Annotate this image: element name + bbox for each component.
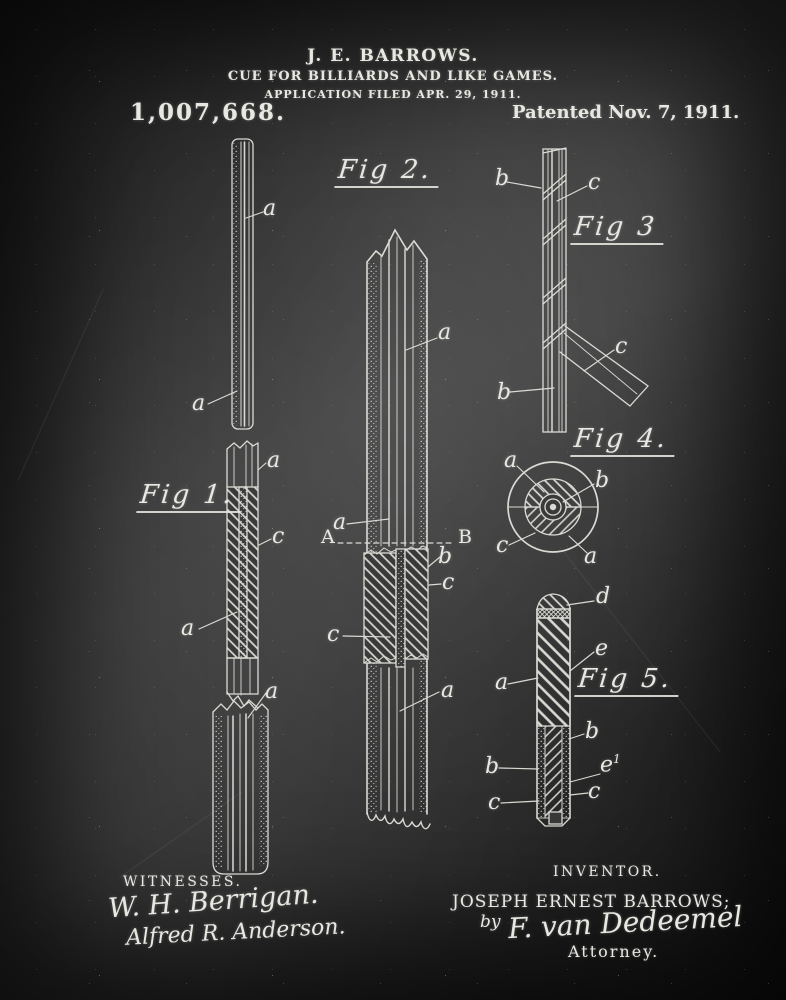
patented-date: Patented Nov. 7, 1911.	[512, 102, 740, 123]
fig3-leader-line	[556, 185, 588, 202]
fig2-leader-line	[428, 583, 442, 586]
attorney-label: Attorney.	[568, 942, 660, 961]
patent-author: J. E. BARROWS.	[307, 46, 479, 66]
fig4-leader-line	[562, 483, 595, 503]
fig2-part-label-b: b	[438, 544, 453, 569]
fig2-label: Fig 2.	[334, 155, 442, 188]
fig1-drawing	[226, 440, 259, 709]
fig5-label: Fig 5.	[574, 664, 682, 697]
fig5-part-label-c: c	[488, 790, 501, 815]
fig5-leader-line	[498, 767, 539, 770]
fig1-label: Fig 1.	[136, 480, 244, 513]
fig5-part-label-c: c	[588, 779, 601, 804]
fig3-leader-line	[509, 387, 555, 393]
fig2-leader-line	[427, 556, 441, 568]
fig1-leader-line	[257, 462, 267, 471]
patent-number: 1,007,668.	[130, 99, 287, 126]
fig3-leader-line	[506, 181, 542, 189]
slat-leader-line	[207, 390, 238, 405]
fig1-part-label-a: a	[267, 448, 281, 473]
slat-drawing	[231, 138, 254, 430]
fig5-leader-line	[568, 733, 585, 740]
fig2-part-label-A: A	[321, 526, 336, 548]
fig1-leader-line	[247, 692, 267, 719]
inventor-name: JOSEPH ERNEST BARROWS;	[452, 892, 731, 912]
fig4-leader-line	[516, 465, 545, 493]
fig4-part-label-a: a	[584, 544, 598, 569]
witnesses-heading: WITNESSES.	[123, 874, 243, 890]
fig4-leader-line	[508, 532, 536, 546]
fig5-leader-line	[569, 792, 589, 796]
fig4-label: Fig 4.	[570, 424, 678, 457]
fig3-leader-line	[583, 349, 615, 372]
patent-title: CUE FOR BILLIARDS AND LIKE GAMES.	[227, 69, 559, 84]
fig1-part-label-c: c	[272, 524, 285, 549]
fig2-part-label-a: a	[333, 510, 347, 535]
fig2-leader-line	[346, 518, 390, 525]
fig3-drawing	[542, 147, 649, 433]
fig3-part-label-c: c	[588, 170, 601, 195]
fig3-part-label-b: b	[495, 166, 510, 191]
fig5-part-label-e: e	[595, 636, 609, 661]
application-line: APPLICATION FILED APR. 29, 1911.	[264, 88, 522, 101]
fig3-part-label-c: c	[615, 334, 628, 359]
fig2-part-label-B: B	[458, 526, 473, 548]
fig5-part-label-b: b	[485, 754, 500, 779]
fig4-drawing	[507, 461, 599, 553]
fig1-leader-line	[258, 538, 272, 546]
fig2-part-label-c: c	[442, 570, 455, 595]
fig5-leader-line	[507, 677, 539, 685]
fig5-leader-line	[500, 800, 540, 804]
fig3-label: Fig 3	[570, 212, 667, 245]
fig5-part-label-a: a	[495, 670, 509, 695]
fig5-part-label-e1: e1	[600, 752, 621, 778]
slat-leader-line	[245, 211, 264, 219]
fig1-part-label-a: a	[181, 616, 195, 641]
fig5-drawing	[536, 593, 571, 827]
fig5-leader-line	[569, 773, 601, 783]
slat-part-label-a: a	[263, 196, 277, 221]
fig1-leader-line	[198, 611, 238, 630]
fig2-leader-line	[399, 691, 440, 712]
fig5-leader-line	[569, 651, 595, 672]
cut-rod-drawing	[212, 700, 269, 875]
fig2-leader-line	[342, 635, 391, 638]
fig4-part-label-c: c	[496, 533, 509, 558]
fig2-drawing	[363, 228, 431, 830]
fig2-part-label-c: c	[327, 622, 340, 647]
fig2-leader-line	[405, 337, 438, 351]
slat-part-label-a: a	[192, 391, 206, 416]
by-label: by	[480, 912, 501, 932]
inventor-heading: INVENTOR.	[553, 864, 662, 880]
fig4-leader-line	[568, 535, 588, 554]
fig4-part-label-b: b	[595, 468, 610, 493]
fig3-part-label-b: b	[497, 380, 512, 405]
fig1-part-label-a: a	[265, 679, 279, 704]
callout-leader-lines	[198, 181, 615, 804]
fig5-part-label-d: d	[596, 584, 611, 609]
fig2-part-label-a: a	[438, 320, 452, 345]
fig5-leader-line	[566, 600, 595, 606]
fig5-part-label-b: b	[585, 719, 600, 744]
fig2-part-label-a: a	[441, 678, 455, 703]
fig4-part-label-a: a	[504, 448, 518, 473]
